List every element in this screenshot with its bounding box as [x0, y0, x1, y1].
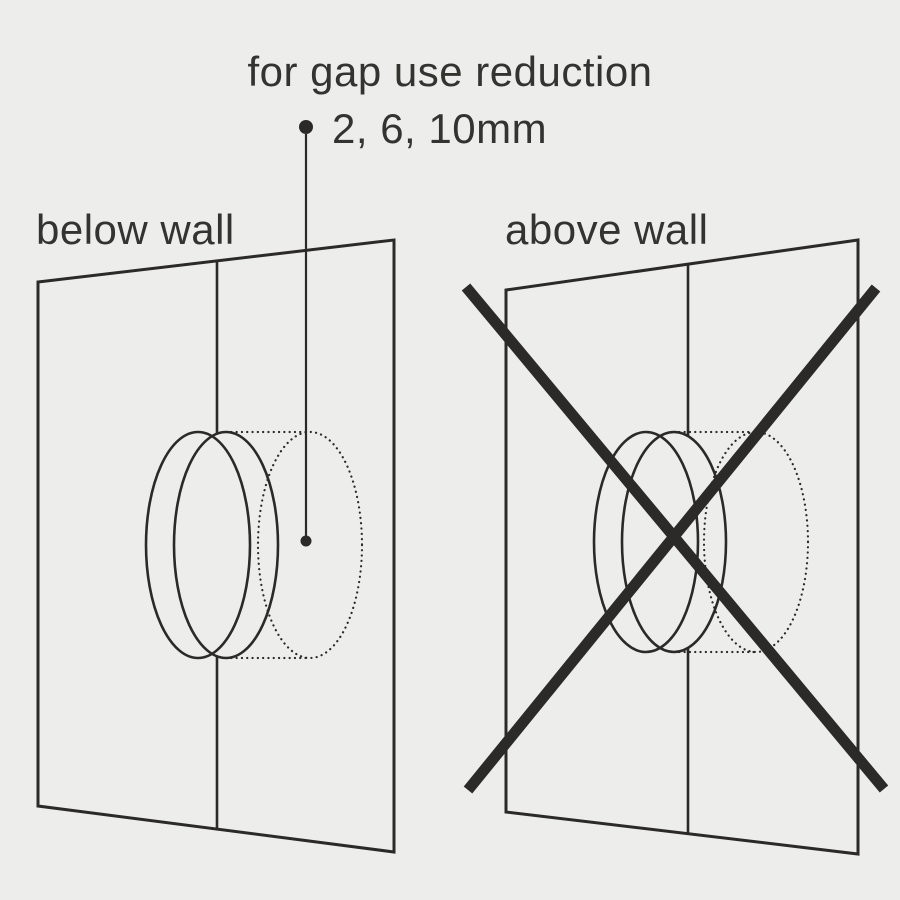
below-wall-diagram [36, 238, 396, 854]
cross-x-stroke-2 [463, 284, 881, 794]
label-below-wall: below wall [36, 206, 235, 253]
socket-front-face [144, 430, 252, 660]
socket-front-face [592, 430, 700, 654]
callout-sizes: 2, 6, 10mm [332, 105, 548, 152]
callout-title: for gap use reduction [247, 48, 653, 95]
socket-rim [172, 430, 280, 660]
above-wall-diagram [461, 238, 889, 856]
cross-x-icon [461, 283, 889, 794]
label-above-wall: above wall [505, 206, 709, 253]
leader-end-dot [300, 535, 312, 547]
gap-dotted-outline [224, 430, 364, 660]
wall-panel [36, 238, 396, 854]
gap-dotted-outline [672, 430, 810, 654]
wall-panel [504, 238, 860, 856]
gap-callout-leader [299, 120, 313, 547]
leader-bullet-dot [299, 120, 313, 134]
gap-dotted-ellipse [256, 430, 364, 660]
gap-dotted-ellipse [702, 430, 810, 654]
